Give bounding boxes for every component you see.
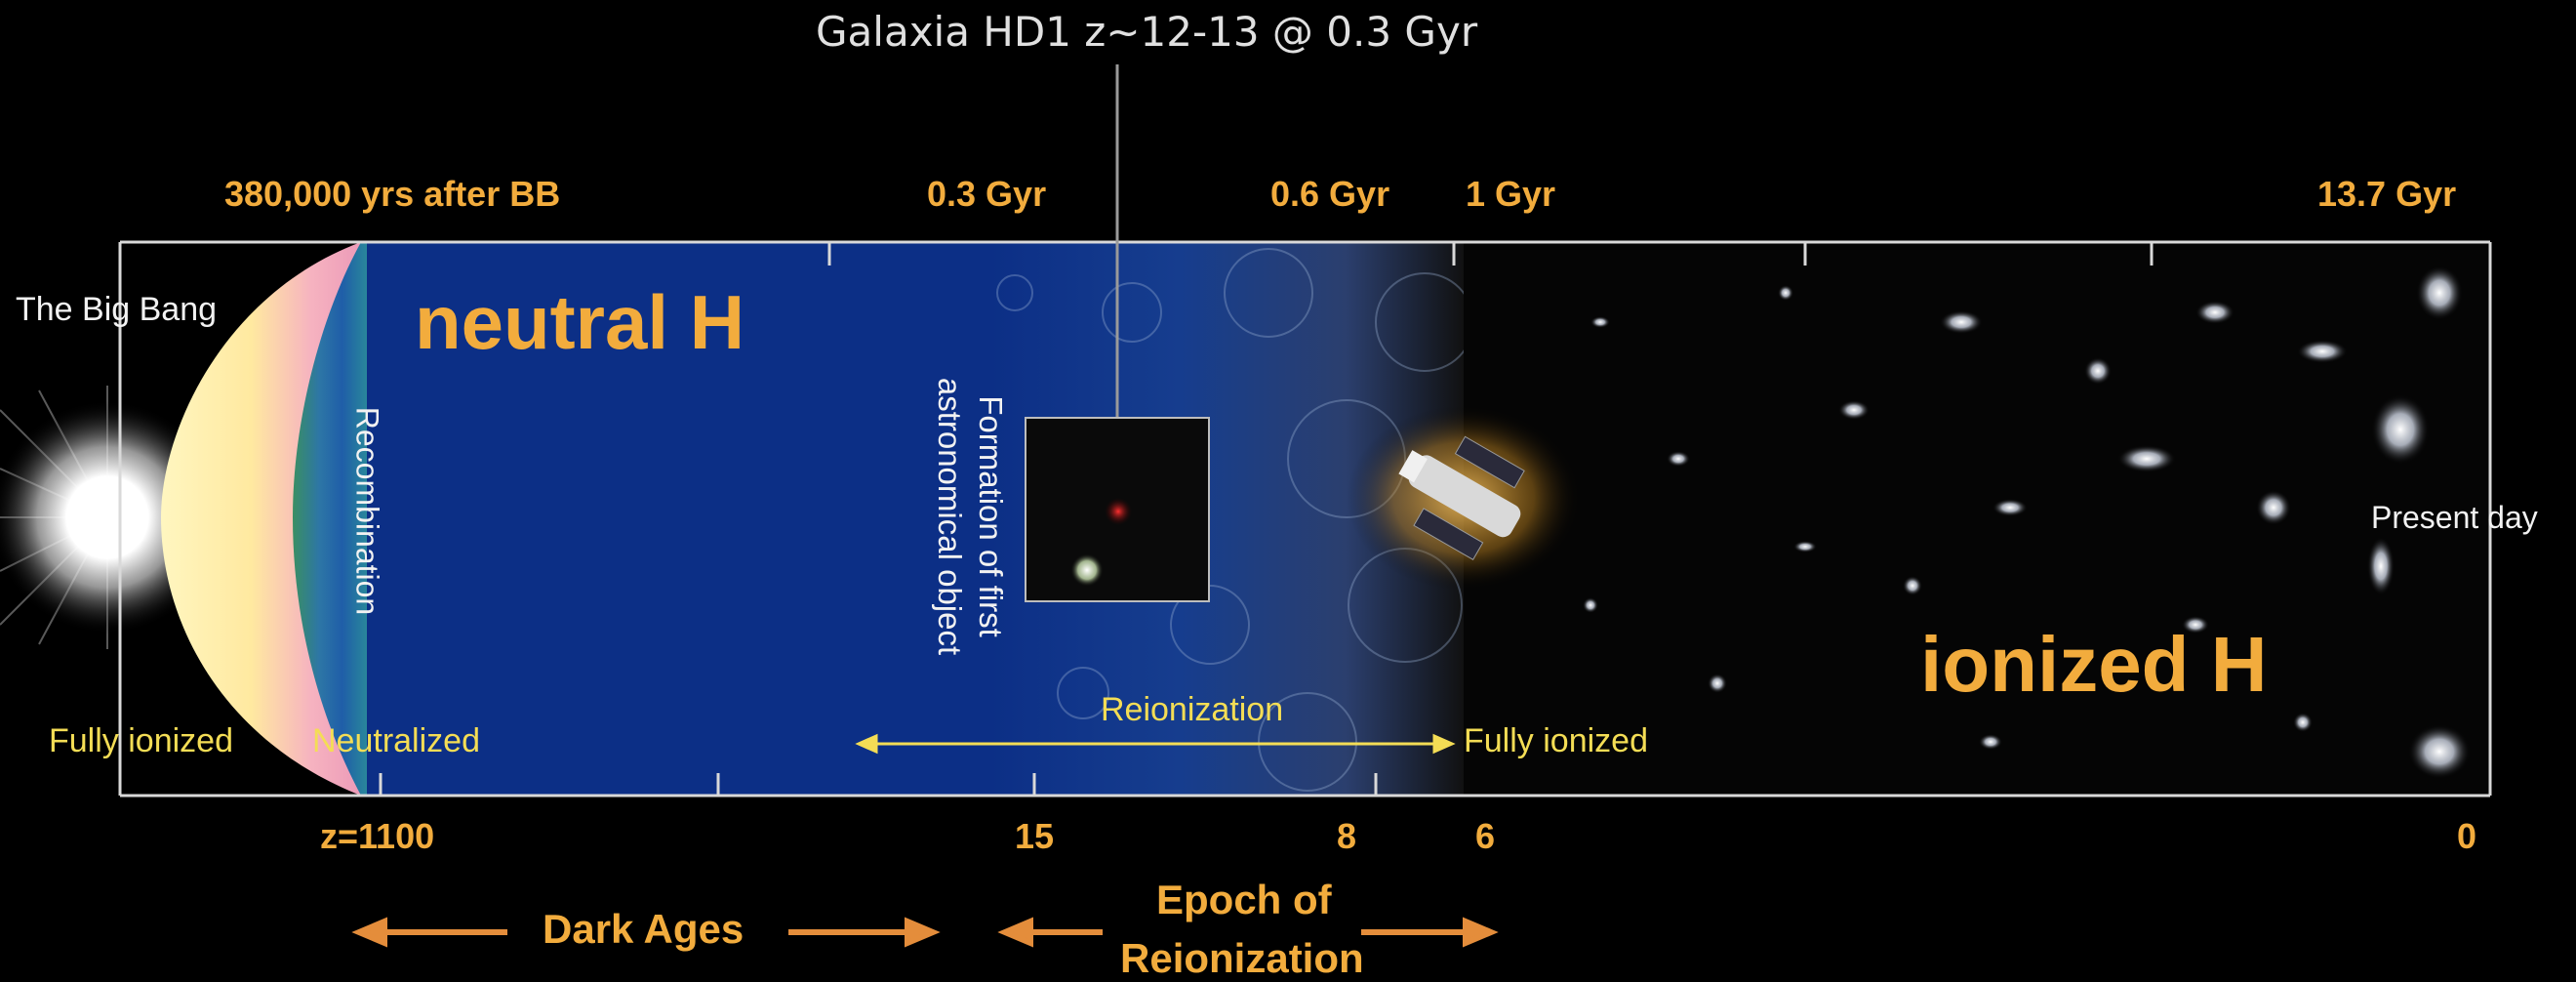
redshift-label-1100: z=1100 [320, 816, 435, 856]
hd1-caption: Galaxia HD1 z~12-13 @ 0.3 Gyr [816, 8, 1478, 56]
ionized-h-label: ionized H [1920, 621, 2268, 708]
time-label-0-6-gyr: 0.6 Gyr [1270, 174, 1390, 214]
galaxy-field [1583, 266, 2471, 779]
redshift-label-6: 6 [1475, 816, 1496, 856]
epoch-label-line1: Epoch of [1156, 877, 1332, 922]
epoch-label-line2: Reionization [1120, 935, 1364, 981]
present-day-label: Present day [2371, 500, 2538, 535]
time-label-1-gyr: 1 Gyr [1466, 174, 1556, 214]
neutral-h-label: neutral H [415, 279, 745, 365]
time-label-0-3-gyr: 0.3 Gyr [927, 174, 1047, 214]
time-label-380k: 380,000 yrs after BB [224, 174, 561, 214]
era-arrows [351, 917, 1499, 948]
recombination-label: Recombination [349, 406, 385, 616]
redshift-label-8: 8 [1337, 816, 1357, 856]
ionized-region [1464, 242, 2488, 796]
formation-label-line1: Formation of first [973, 395, 1009, 637]
dark-ages-label: Dark Ages [543, 906, 745, 952]
bottom-ticks [379, 773, 1378, 796]
big-bang-label: The Big Bang [16, 291, 218, 328]
timeline-frame [118, 240, 2492, 798]
fully-ionized-left-label: Fully ionized [49, 722, 233, 759]
cmb-band [293, 242, 369, 796]
reionization-label: Reionization [1101, 691, 1284, 728]
neutralized-label: Neutralized [312, 722, 480, 759]
reionization-arrow [855, 733, 1456, 755]
top-ticks [827, 242, 2153, 266]
redshift-label-15: 15 [1015, 816, 1055, 856]
time-label-13-7-gyr: 13.7 Gyr [2317, 174, 2457, 214]
hubble-telescope-graphic [1347, 405, 1581, 591]
fully-ionized-right-label: Fully ionized [1464, 722, 1648, 759]
formation-label-line2: astronomical object [932, 377, 968, 656]
hd1-inset-image [1025, 417, 1210, 602]
redshift-label-0: 0 [2457, 816, 2477, 856]
neutral-region [367, 242, 991, 796]
